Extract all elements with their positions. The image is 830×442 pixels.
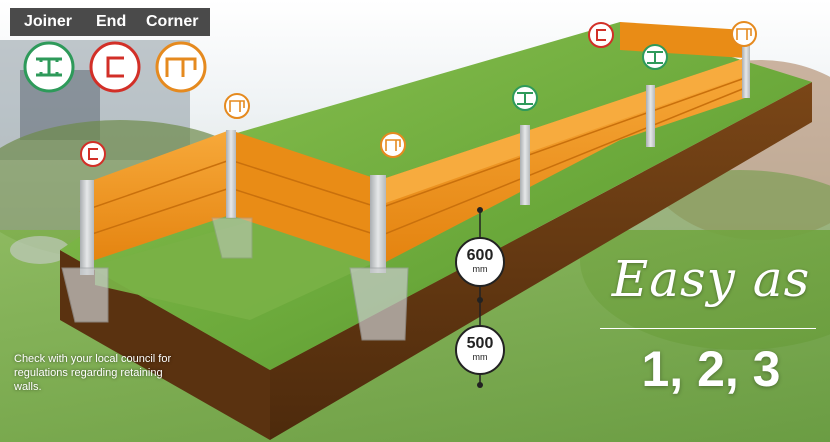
- corner-marker-icon: [731, 21, 757, 47]
- tagline-divider: [600, 328, 816, 329]
- sleeper-joint: [379, 87, 746, 237]
- end-marker-icon: [80, 141, 106, 167]
- end-marker-icon: [588, 22, 614, 48]
- sleeper-joint: [79, 159, 231, 213]
- corner-marker-icon: [380, 132, 406, 158]
- background-birdbath: [10, 236, 70, 264]
- dimension-endpoint: [477, 207, 483, 213]
- legend-label-corner: Corner: [146, 13, 199, 30]
- footing: [211, 217, 253, 259]
- legend-header: [10, 8, 210, 36]
- steps-text: 1, 2, 3: [641, 341, 781, 397]
- corner-marker-icon: [224, 93, 250, 119]
- soil-side: [60, 250, 270, 440]
- sleeper-joint: [229, 187, 381, 237]
- end-icon: [89, 41, 141, 93]
- post-end-left: [80, 180, 94, 275]
- component-legend: Joiner End Corner: [10, 8, 210, 100]
- post-joiner: [520, 125, 530, 205]
- legend-label-end: End: [96, 13, 127, 30]
- dimension-unit: mm: [472, 264, 488, 274]
- dimension-value: 500: [466, 335, 494, 352]
- dimension-value: 600: [466, 247, 494, 264]
- wall-left-return: [80, 130, 230, 265]
- soil-front: [270, 82, 812, 440]
- post-corner-far: [742, 40, 750, 98]
- dimension-unit: mm: [472, 352, 488, 362]
- legend-label-joiner: Joiner: [24, 13, 73, 30]
- dimension-endpoint: [477, 382, 483, 388]
- post-joiner: [646, 85, 655, 147]
- joiner-marker-icon: [642, 44, 668, 70]
- sleeper-joint: [229, 159, 381, 209]
- wall-back-section: [230, 130, 380, 265]
- dimension-badge-600: 600 mm: [455, 237, 505, 287]
- joiner-icon: [23, 41, 75, 93]
- tagline: Easy as: [611, 250, 811, 308]
- post-corner: [226, 130, 236, 218]
- sleeper-joint: [379, 77, 746, 209]
- dimension-badge-500: 500 mm: [455, 325, 505, 375]
- footing: [349, 267, 409, 341]
- joiner-marker-icon: [512, 85, 538, 111]
- post-corner-front: [370, 175, 386, 273]
- footing: [61, 267, 109, 323]
- sleeper-joint: [79, 187, 231, 239]
- council-note: Check with your local council for regula…: [14, 353, 172, 393]
- dimension-endpoint: [477, 297, 483, 303]
- corner-icon: [155, 41, 207, 93]
